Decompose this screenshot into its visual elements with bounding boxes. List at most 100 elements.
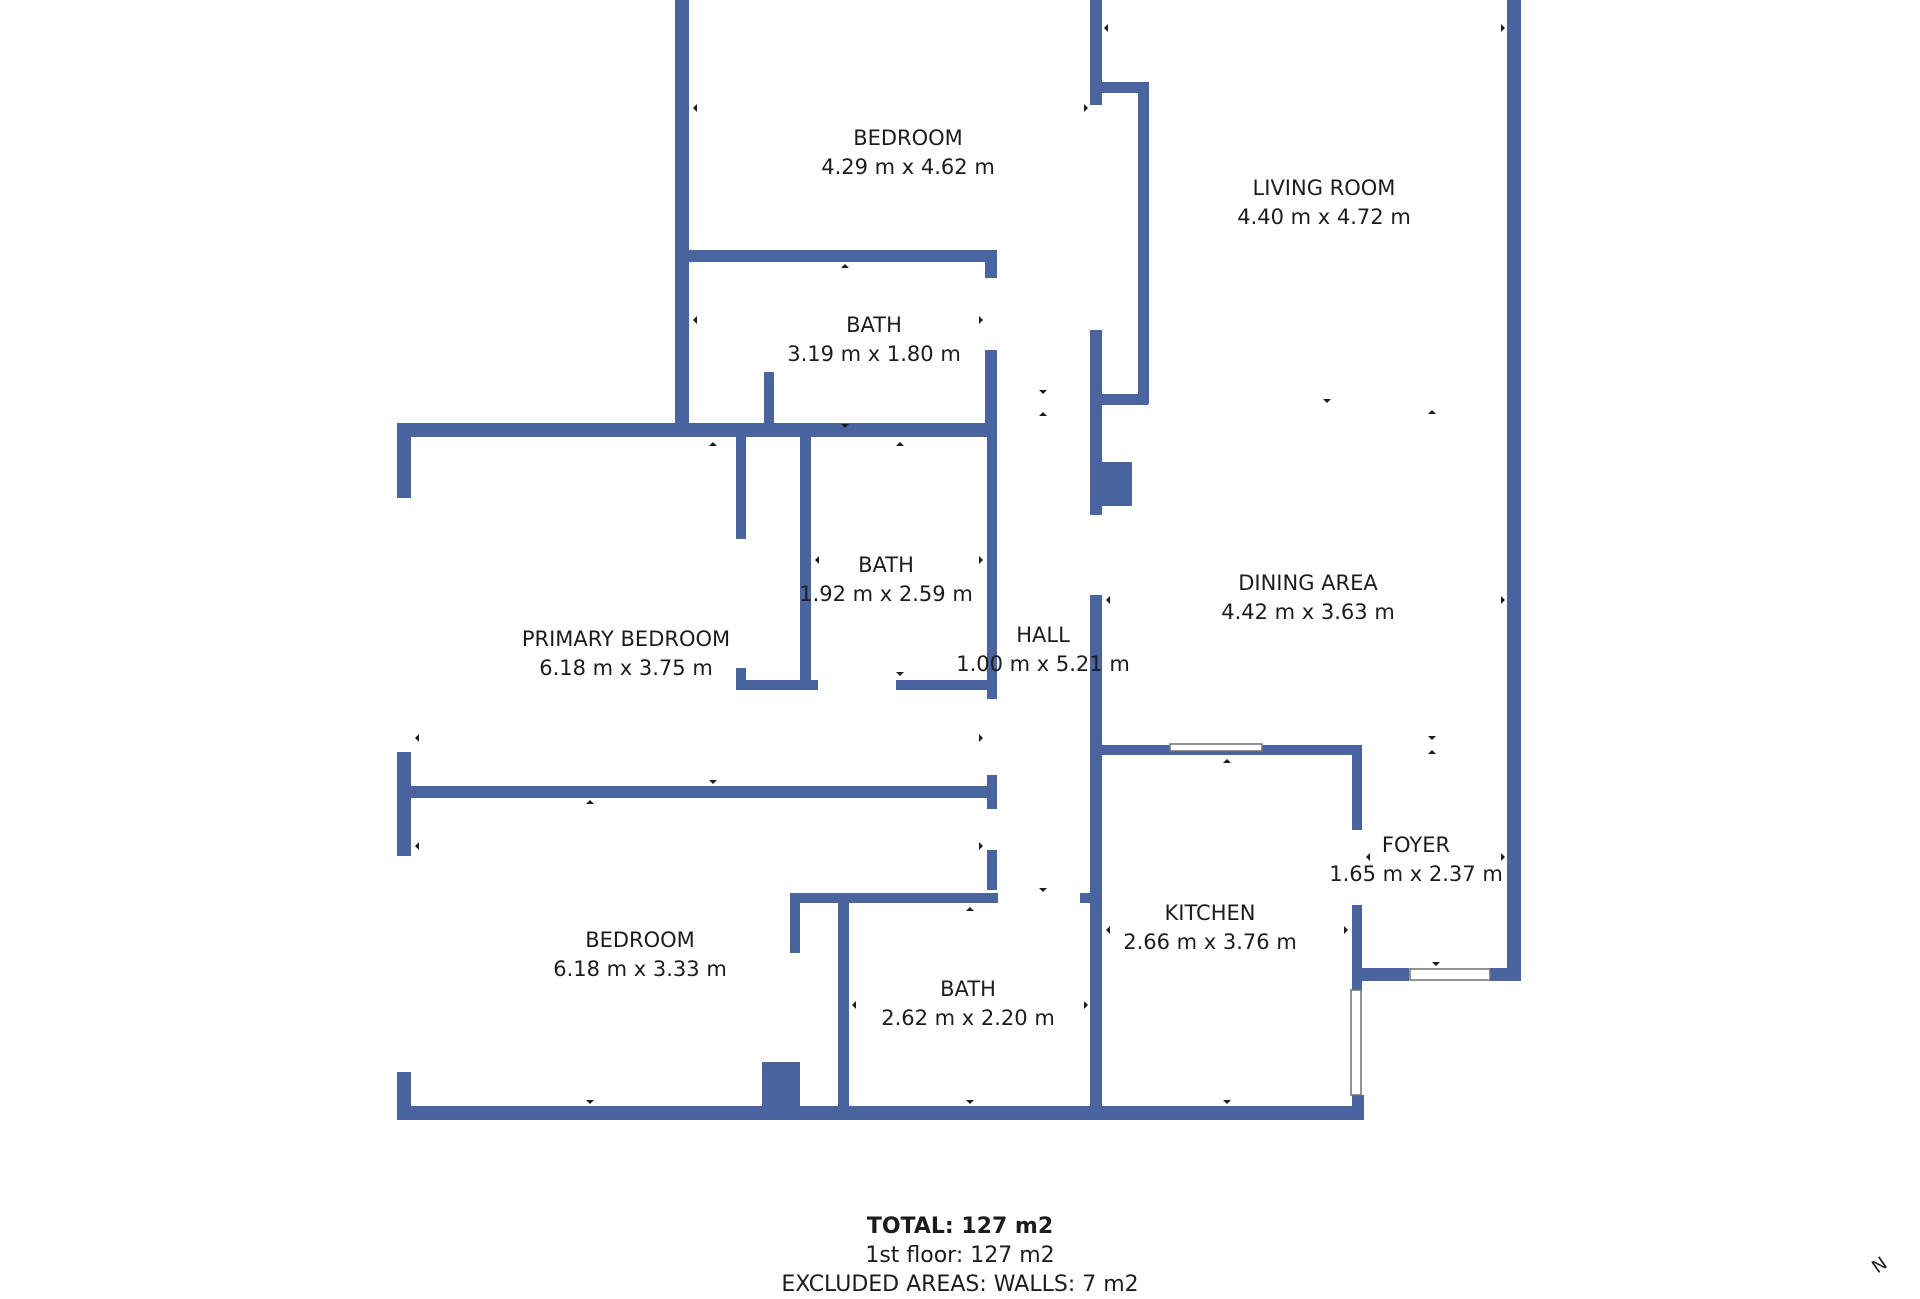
dimension-marker — [896, 442, 904, 446]
dimension-marker — [415, 734, 419, 742]
room-bath-middle: BATH 1.92 m x 2.59 m — [799, 553, 973, 606]
room-name: HALL — [1016, 623, 1070, 647]
room-kitchen: KITCHEN 2.66 m x 3.76 m — [1123, 901, 1297, 954]
room-name: PRIMARY BEDROOM — [522, 627, 730, 651]
room-bedroom-bottom: BEDROOM 6.18 m x 3.33 m — [553, 928, 727, 981]
room-dimensions: 1.00 m x 5.21 m — [956, 652, 1130, 676]
dimension-marker — [1106, 596, 1110, 604]
dimension-marker — [586, 1100, 594, 1104]
dimension-marker — [1344, 926, 1348, 934]
window — [1350, 989, 1362, 1096]
room-dimensions: 6.18 m x 3.75 m — [539, 656, 713, 680]
wall-segment — [838, 903, 849, 1116]
room-dimensions: 4.29 m x 4.62 m — [821, 155, 995, 179]
room-dimensions: 2.66 m x 3.76 m — [1123, 930, 1297, 954]
dimension-marker — [1432, 962, 1440, 966]
wall-segment — [1080, 893, 1102, 903]
room-name: FOYER — [1382, 833, 1450, 857]
dimension-marker — [1104, 24, 1108, 32]
wall-segment — [736, 668, 746, 690]
floor-area: 1st floor: 127 m2 — [865, 1243, 1055, 1268]
wall-segment — [1138, 82, 1149, 404]
dimension-marker — [1501, 596, 1505, 604]
dimension-marker — [693, 316, 697, 324]
room-dining-area: DINING AREA 4.42 m x 3.63 m — [1221, 571, 1395, 624]
room-name: BATH — [858, 553, 914, 577]
wall-segment — [736, 437, 746, 539]
wall-segment — [985, 250, 997, 278]
excluded-area: EXCLUDED AREAS: WALLS: 7 m2 — [781, 1272, 1139, 1297]
pillar — [1100, 462, 1132, 506]
room-hall: HALL 1.00 m x 5.21 m — [956, 623, 1130, 676]
wall-segment — [397, 423, 997, 437]
dimension-marker — [693, 104, 697, 112]
wall-segment — [675, 0, 689, 435]
dimension-marker — [1039, 888, 1047, 892]
dimension-marker — [979, 842, 983, 850]
room-primary-bedroom: PRIMARY BEDROOM 6.18 m x 3.75 m — [522, 627, 730, 680]
wall-segment — [790, 893, 800, 953]
room-dimensions: 1.92 m x 2.59 m — [799, 582, 973, 606]
dimension-marker — [979, 734, 983, 742]
wall-segment — [736, 680, 818, 690]
wall-segment — [1090, 595, 1102, 1115]
dimension-marker — [1428, 736, 1436, 740]
wall-segment — [1100, 82, 1148, 93]
dimension-marker — [1501, 24, 1505, 32]
wall-segment — [397, 1106, 1364, 1120]
wall-segment — [411, 786, 997, 798]
dimension-marker — [841, 424, 849, 428]
wall-segment — [800, 437, 811, 690]
room-dimensions: 2.62 m x 2.20 m — [881, 1006, 1055, 1030]
walls — [397, 0, 1521, 1120]
wall-segment — [1090, 0, 1102, 105]
dimension-marker — [1223, 759, 1231, 763]
room-bath-upper: BATH 3.19 m x 1.80 m — [787, 313, 961, 366]
window — [1409, 968, 1491, 981]
windows — [1169, 743, 1491, 1096]
dimension-marker — [586, 800, 594, 804]
wall-segment — [397, 752, 411, 856]
dimension-marker — [1223, 1100, 1231, 1104]
wall-segment — [1090, 400, 1102, 515]
dimension-marker — [1106, 926, 1110, 934]
dimension-marker — [1084, 1001, 1088, 1009]
dimension-marker — [979, 316, 983, 324]
dimension-marker — [709, 780, 717, 784]
room-living-room: LIVING ROOM 4.40 m x 4.72 m — [1237, 176, 1411, 229]
wall-segment — [1352, 905, 1362, 990]
room-dimensions: 3.19 m x 1.80 m — [787, 342, 961, 366]
wall-segment — [1352, 968, 1409, 981]
dimension-marker — [815, 556, 819, 564]
room-name: BEDROOM — [853, 126, 963, 150]
dimension-marker — [1084, 104, 1088, 112]
dimension-marker — [1501, 853, 1505, 861]
room-name: BATH — [940, 977, 996, 1001]
room-bath-lower: BATH 2.62 m x 2.20 m — [881, 977, 1055, 1030]
dimension-marker — [852, 1001, 856, 1009]
wall-segment — [1507, 0, 1521, 980]
room-labels: BEDROOM 4.29 m x 4.62 m LIVING ROOM 4.40… — [522, 126, 1503, 1030]
room-name: BATH — [846, 313, 902, 337]
room-dimensions: 6.18 m x 3.33 m — [553, 957, 727, 981]
wall-segment — [790, 893, 998, 903]
room-dimensions: 4.40 m x 4.72 m — [1237, 205, 1411, 229]
room-name: KITCHEN — [1165, 901, 1256, 925]
wall-segment — [896, 680, 997, 690]
wall-segment — [397, 423, 411, 498]
dimension-marker — [896, 672, 904, 676]
wall-segment — [689, 250, 997, 262]
room-name: DINING AREA — [1238, 571, 1378, 595]
wall-segment — [1090, 330, 1102, 400]
room-name: BEDROOM — [585, 928, 695, 952]
window — [1169, 743, 1263, 752]
dimension-marker — [966, 1100, 974, 1104]
dimension-markers — [415, 24, 1505, 1104]
dimension-marker — [1323, 399, 1331, 403]
dimension-marker — [709, 442, 717, 446]
room-bedroom-top: BEDROOM 4.29 m x 4.62 m — [821, 126, 995, 179]
wall-segment — [1490, 968, 1521, 981]
dimension-marker — [1366, 853, 1370, 861]
wall-segment — [987, 437, 997, 699]
